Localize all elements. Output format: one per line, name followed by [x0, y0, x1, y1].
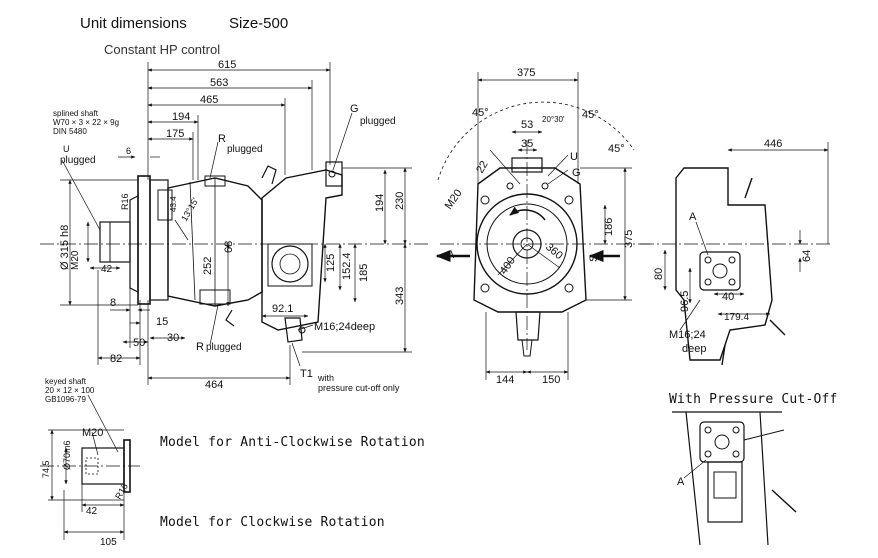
right-view [640, 142, 830, 366]
dim-194: 194 [172, 111, 190, 123]
thread-label: M16;24deep [314, 321, 375, 333]
right-dim-179-4: 179.4 [724, 312, 749, 323]
keyed-shaft-view [40, 394, 140, 540]
right-dim-96-5: 96.5 [679, 291, 691, 312]
caption-anti-clockwise: Model for Anti-Clockwise Rotation [160, 435, 425, 450]
dim-185: 185 [358, 264, 370, 282]
dim-30: 30 [167, 332, 179, 344]
dim-6: 6 [126, 146, 131, 156]
right-thread-2: deep [682, 343, 706, 355]
angle-label: 13°15' [179, 196, 200, 223]
dim-8: 8 [110, 297, 116, 309]
front-dim-53: 53 [521, 119, 533, 131]
right-dim-40: 40 [722, 291, 734, 303]
dim-343: 343 [394, 287, 406, 305]
front-dim-375-v: 375 [623, 230, 635, 248]
front-dim-35: 35 [521, 138, 533, 150]
t1-note-1: with [317, 373, 334, 383]
keyed-dim-74-5: 74.5 [41, 460, 51, 478]
front-dim-375: 375 [517, 67, 535, 79]
dim-252: 252 [202, 257, 214, 275]
front-dim-150: 150 [542, 374, 560, 386]
port-u: U [63, 144, 70, 154]
front-dim-400: 400 [498, 255, 518, 277]
keyed-shaft-note: keyed shaft 20 × 12 × 100 GB1096-79 [45, 377, 95, 405]
dim-42: 42 [101, 264, 113, 275]
front-port-u: U [570, 151, 578, 163]
keyed-m20: M20 [82, 427, 103, 439]
dim-615: 615 [218, 59, 236, 71]
pressure-cutoff-view [672, 411, 797, 546]
t1-note-2: pressure cut-off only [318, 383, 400, 393]
keyed-dim-42: 42 [86, 506, 98, 517]
port-g: G [350, 103, 359, 115]
m20-shaft: M20 [70, 250, 81, 270]
size-label: Size-500 [229, 15, 289, 32]
front-angle-1: 45° [472, 107, 489, 119]
front-angle-3: 45° [608, 143, 625, 155]
dim-82: 82 [110, 353, 122, 365]
cutoff-port-a: A [677, 476, 685, 488]
caption-clockwise: Model for Clockwise Rotation [160, 515, 385, 530]
front-dim-22: 22 [474, 159, 491, 176]
side-view [40, 62, 430, 385]
front-dim-186: 186 [603, 218, 615, 236]
dim-230: 230 [394, 192, 406, 210]
right-thread-1: M16;24 [669, 329, 706, 341]
dim-175: 175 [166, 128, 184, 140]
front-angle-20-30: 20°30' [542, 115, 565, 124]
port-u-note: plugged [60, 155, 96, 166]
front-port-a: A [447, 249, 455, 261]
subtitle: Constant HP control [104, 42, 221, 57]
dim-194-v: 194 [374, 194, 386, 212]
caption-pressure-cutoff: With Pressure Cut-Off [669, 392, 838, 407]
port-r-bottom-note: plugged [206, 342, 242, 353]
front-port-g: G [572, 167, 581, 179]
dim-r16: R16 [120, 193, 130, 210]
dim-152-4: 152.4 [341, 252, 353, 280]
right-port-a: A [689, 211, 697, 223]
keyed-dia-70: Ø70m6 [62, 440, 72, 470]
port-r-bottom: R [196, 341, 204, 353]
dim-92-1: 92.1 [272, 303, 293, 315]
right-dim-64: 64 [801, 250, 813, 262]
port-g-note: plugged [360, 116, 396, 127]
keyed-dim-105: 105 [100, 537, 117, 548]
splined-shaft-note: splined shaft W70 × 3 × 22 × 9g DIN 5480 [53, 109, 120, 137]
right-dim-80: 80 [653, 268, 665, 280]
dim-43-4: 43.4 [169, 196, 178, 212]
dia-315: Ø 315 h8 [59, 225, 71, 270]
port-r-top-note: plugged [227, 144, 263, 155]
front-dim-144: 144 [496, 374, 514, 386]
dim-125: 125 [325, 254, 337, 272]
front-port-s: S [588, 255, 600, 262]
dim-68: 68 [223, 241, 235, 253]
port-r-top: R [218, 133, 226, 145]
port-t1: T1 [300, 368, 313, 380]
dim-465: 465 [200, 94, 218, 106]
dim-15: 15 [156, 316, 168, 328]
title: Unit dimensions [80, 15, 187, 32]
right-dim-446: 446 [764, 138, 782, 150]
dim-50: 50 [133, 337, 145, 349]
front-m20: M20 [443, 187, 465, 211]
dim-563: 563 [210, 77, 228, 89]
front-angle-2: 45° [582, 109, 599, 121]
front-view [435, 72, 650, 380]
dim-464: 464 [205, 379, 223, 391]
